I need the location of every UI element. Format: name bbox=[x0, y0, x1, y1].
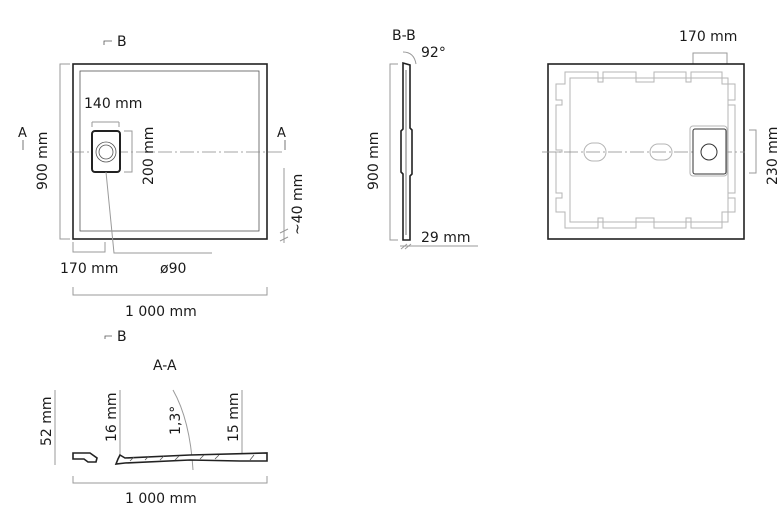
drain-depth-label: 16 mm bbox=[104, 392, 120, 442]
drain-width-label: 140 mm bbox=[84, 96, 142, 112]
drain-hole-icon bbox=[95, 141, 117, 163]
section-b-arrow-icon bbox=[103, 40, 112, 45]
height-label: 900 mm bbox=[35, 132, 51, 190]
section-title: B-B bbox=[392, 28, 416, 44]
oval-support-icon bbox=[583, 142, 607, 162]
drain-height-label: 200 mm bbox=[141, 127, 157, 185]
section-a-left: A bbox=[18, 126, 27, 141]
width-label: 1 000 mm bbox=[125, 304, 197, 320]
width-label: 1 000 mm bbox=[125, 491, 197, 507]
edge-label: ~40 mm bbox=[290, 174, 306, 235]
drain-offset-label: 170 mm bbox=[60, 261, 118, 277]
plan-view: B A A 140 mm 200 mm 900 mm ~40 mm 170 mm… bbox=[18, 34, 306, 320]
drain-zone-label: 230 mm bbox=[765, 127, 781, 185]
section-title: A-A bbox=[153, 358, 177, 374]
height-label: 900 mm bbox=[366, 132, 382, 190]
drain-zone bbox=[692, 128, 727, 175]
edge-thickness-label: 15 mm bbox=[226, 392, 242, 442]
section-b-marker: B bbox=[117, 329, 127, 345]
section-bb-view: B-B 92° 900 mm 29 mm bbox=[366, 28, 478, 250]
offset-label: 170 mm bbox=[679, 29, 737, 45]
tray-side-profile bbox=[400, 61, 413, 241]
section-b-arrow-icon bbox=[104, 335, 112, 339]
section-a-right: A bbox=[277, 126, 286, 141]
tray-profile-left bbox=[72, 452, 98, 463]
total-height-label: 52 mm bbox=[39, 396, 55, 446]
bottom-view: 170 mm 230 mm bbox=[542, 29, 781, 240]
section-aa-view: B A-A 52 mm 16 mm 1,3° 15 mm 1 000 mm bbox=[39, 329, 268, 507]
drain-diameter-label: ø90 bbox=[160, 261, 186, 277]
drain-hole-icon bbox=[700, 143, 718, 161]
tray-profile bbox=[114, 452, 268, 465]
oval-support-icon bbox=[649, 143, 673, 161]
angle-label: 92° bbox=[421, 45, 446, 61]
thickness-label: 29 mm bbox=[421, 230, 471, 246]
tray-inner-edge bbox=[79, 70, 260, 232]
slope-label: 1,3° bbox=[168, 406, 184, 435]
section-b-marker: B bbox=[117, 34, 127, 50]
